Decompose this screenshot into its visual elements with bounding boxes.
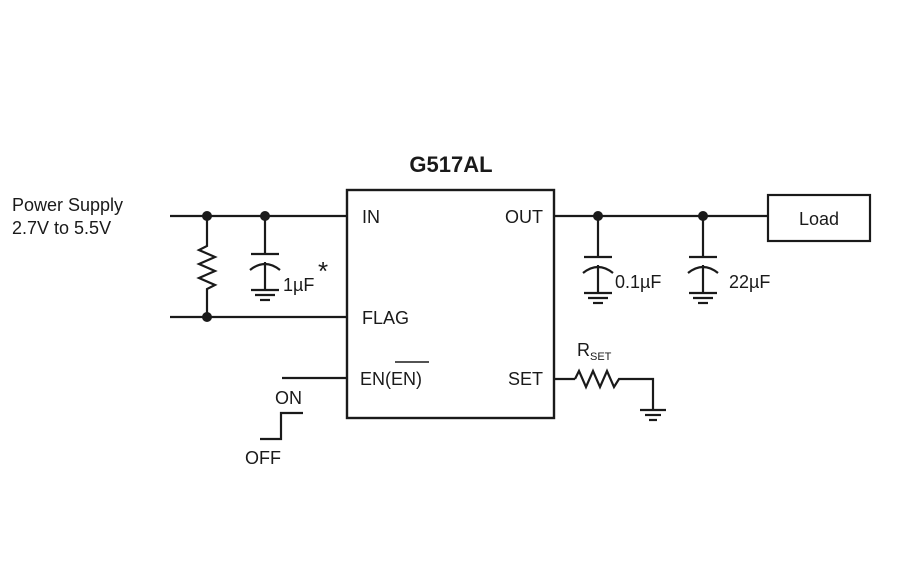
pin-en-suffix: ) [416, 369, 422, 389]
rset-resistor [574, 368, 655, 410]
load-label: Load [799, 209, 839, 229]
pin-set-label: SET [508, 369, 543, 389]
pin-in-label: IN [362, 207, 380, 227]
output-capacitor-2 [687, 216, 719, 305]
pin-out-label: OUT [505, 207, 543, 227]
pin-en-prefix: EN( [360, 369, 391, 389]
pin-en-label: EN(EN) [360, 361, 429, 389]
pin-flag-label: FLAG [362, 308, 409, 328]
pin-en-bar: EN [391, 369, 416, 389]
ic-body [345, 188, 556, 420]
junction-dot [202, 312, 212, 322]
output-cap-2-value: 22µF [729, 272, 770, 292]
on-label: ON [275, 388, 302, 408]
supply-voltage-label: 2.7V to 5.5V [12, 218, 111, 238]
svg-text:EN(EN): EN(EN) [360, 369, 422, 389]
output-capacitor-1 [582, 216, 614, 305]
off-label: OFF [245, 448, 281, 468]
load-box [766, 193, 872, 243]
input-cap-note: * [318, 256, 328, 286]
ground-icon [640, 408, 666, 422]
supply-label: Power Supply [12, 195, 123, 215]
rset-label: RSET [577, 340, 612, 363]
input-cap-value: 1µF [283, 275, 314, 295]
output-cap-1-value: 0.1µF [615, 272, 661, 292]
input-capacitor [249, 216, 281, 302]
enable-step-symbol [260, 411, 303, 441]
ic-title: G517AL [409, 152, 492, 177]
pullup-resistor [196, 216, 218, 317]
